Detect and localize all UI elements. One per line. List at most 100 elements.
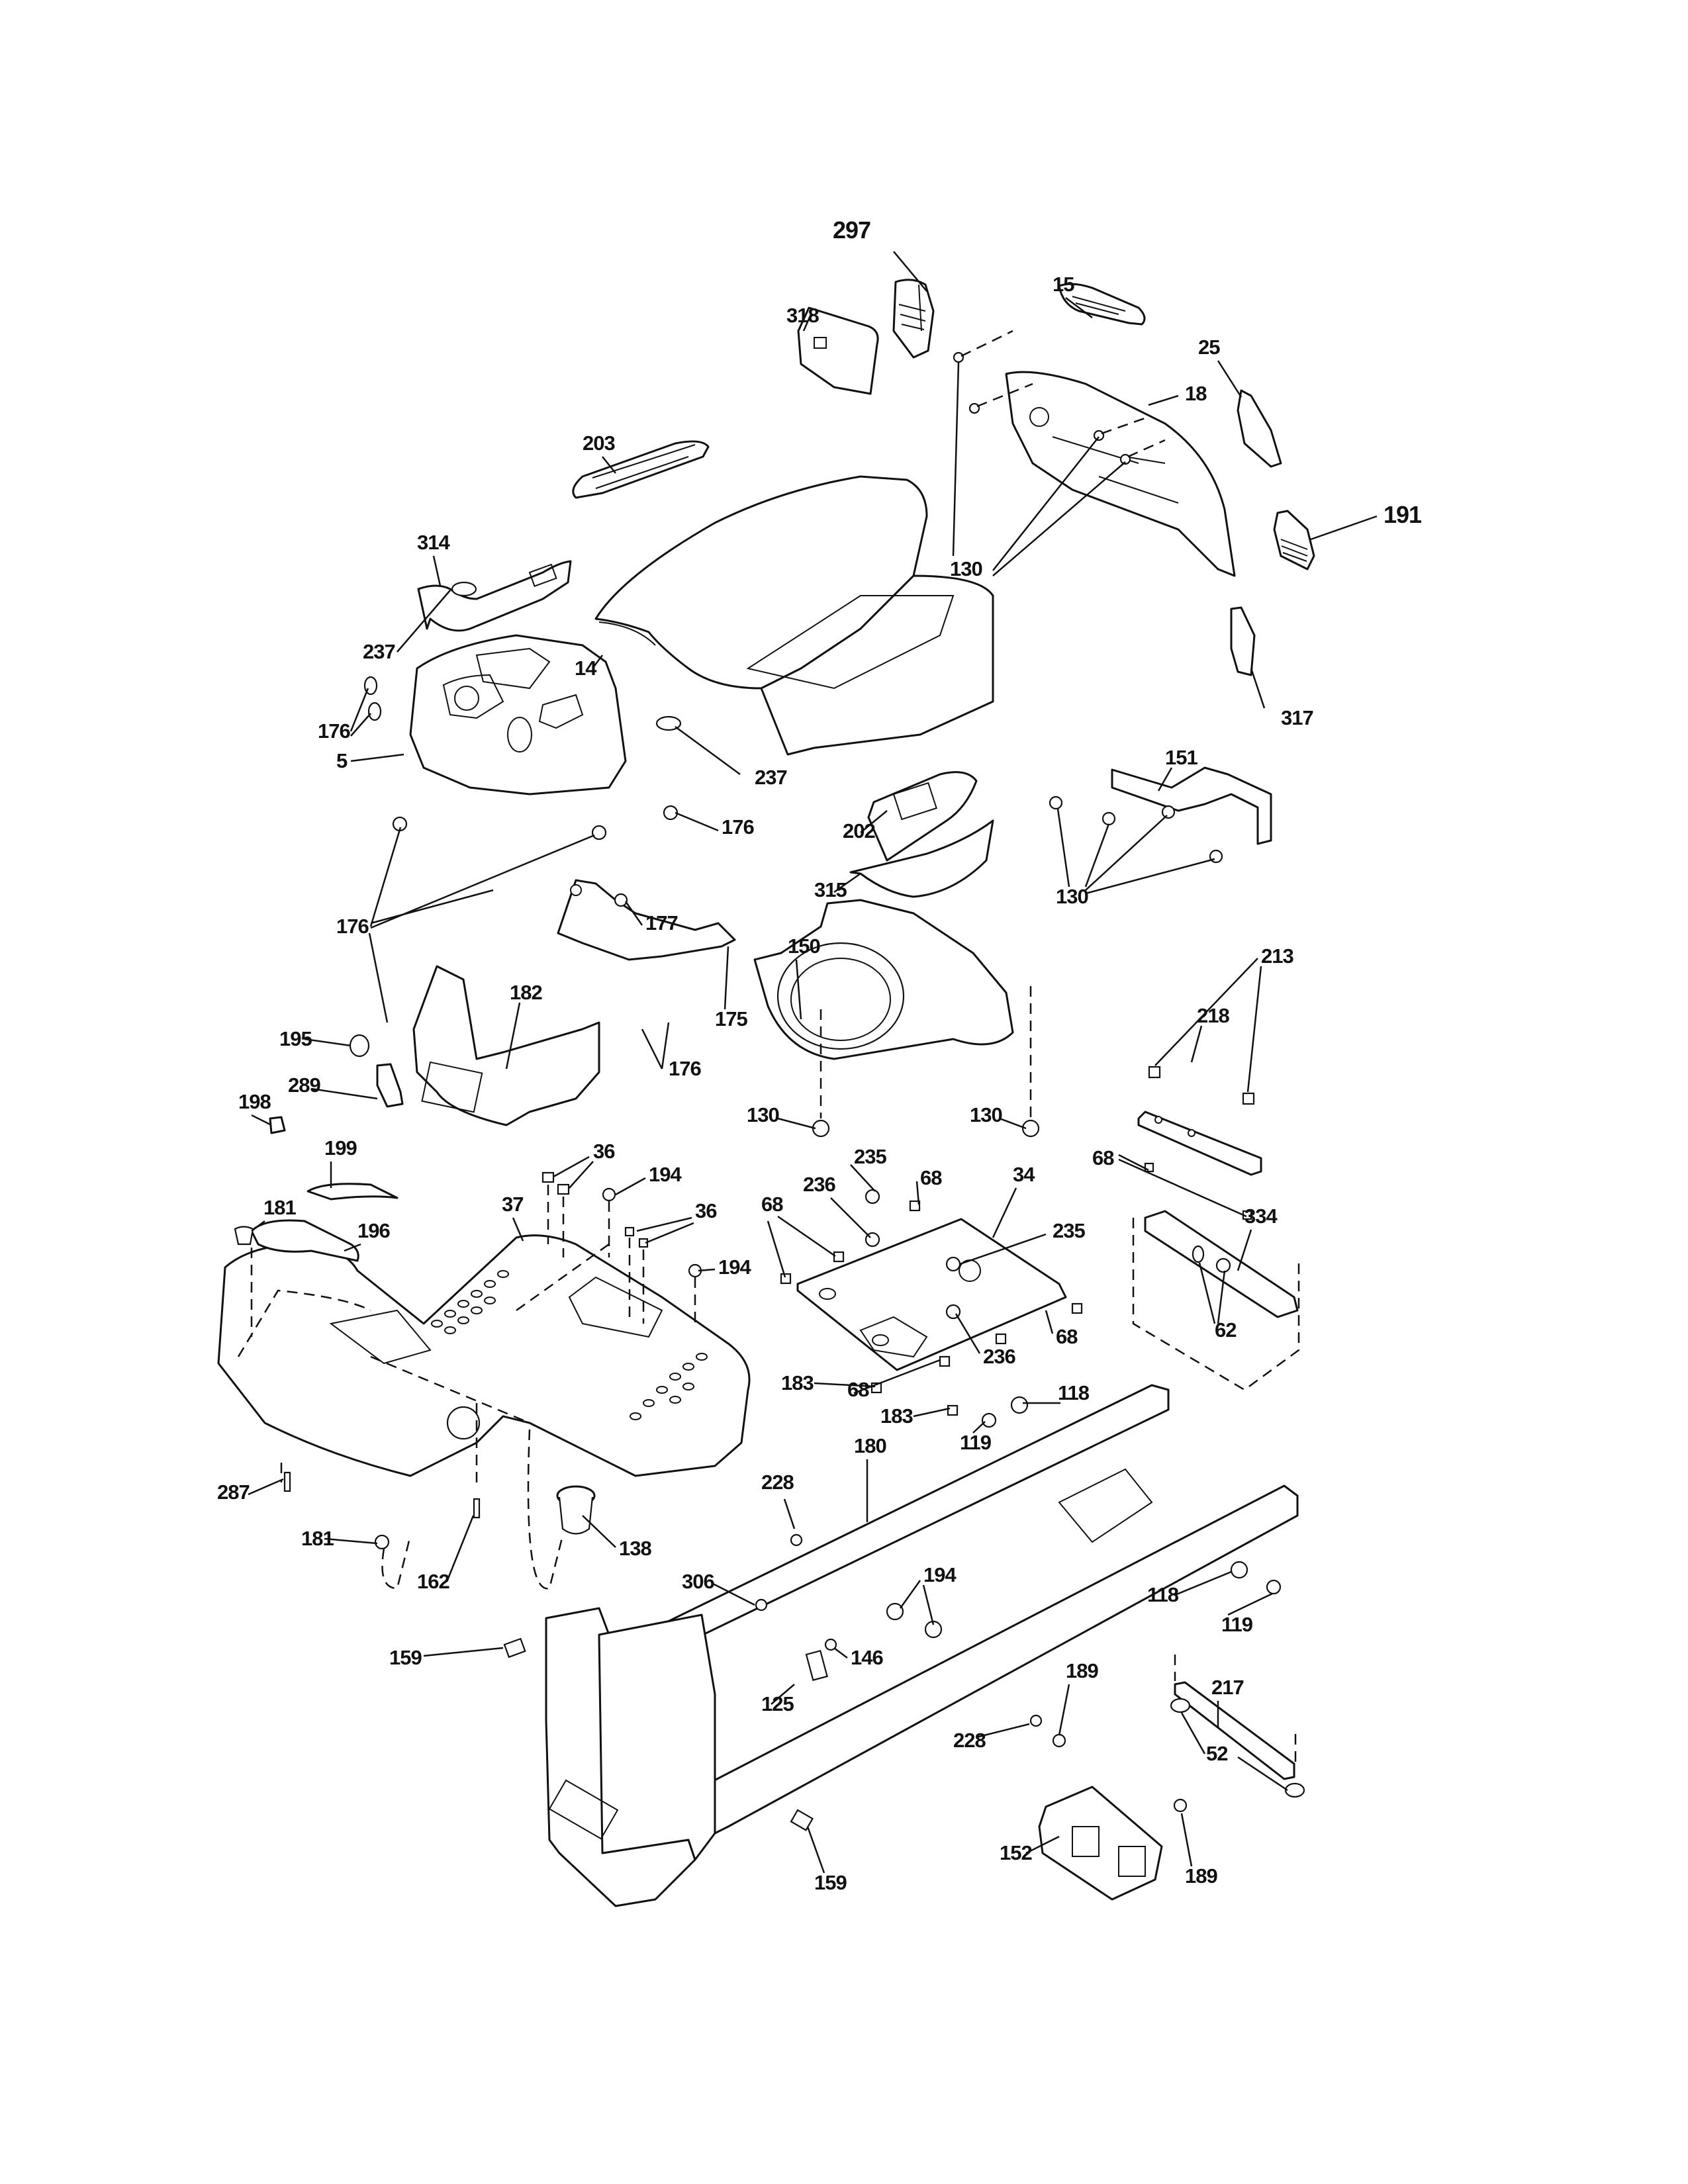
callout-289[interactable]: 289: [288, 1073, 321, 1097]
callout-183[interactable]: 183: [880, 1404, 914, 1428]
callout-218[interactable]: 218: [1197, 1004, 1230, 1027]
callout-130[interactable]: 130: [970, 1103, 1003, 1126]
grommet-181-lower[interactable]: [374, 1534, 390, 1550]
callout-287[interactable]: 287: [217, 1480, 250, 1504]
callout-68[interactable]: 68: [847, 1378, 870, 1401]
callout-146[interactable]: 146: [851, 1646, 884, 1669]
callout-237[interactable]: 237: [755, 766, 788, 789]
callout-191[interactable]: 191: [1383, 501, 1423, 528]
part-15-grille-insert[interactable]: [1058, 283, 1146, 326]
part-180-frame-assembly[interactable]: [545, 1384, 1299, 1907]
callout-180[interactable]: 180: [854, 1434, 887, 1457]
callout-152[interactable]: 152: [1000, 1841, 1033, 1864]
part-317-side-trim-right[interactable]: [1230, 606, 1256, 676]
callout-36[interactable]: 36: [593, 1140, 616, 1163]
fasteners-36-194-fender[interactable]: [541, 1171, 702, 1278]
callout-183[interactable]: 183: [781, 1371, 814, 1394]
callout-176[interactable]: 176: [669, 1057, 702, 1080]
part-289-cup-holder-clip[interactable]: [376, 1063, 404, 1108]
screw-130-hood-bracket[interactable]: [1049, 796, 1223, 864]
frame-fasteners[interactable]: [503, 1396, 1282, 1831]
part-199-shift-plate[interactable]: [306, 1183, 399, 1201]
callout-25[interactable]: 25: [1198, 336, 1221, 359]
callout-138[interactable]: 138: [619, 1537, 652, 1560]
grommet-181-upper[interactable]: [234, 1226, 254, 1246]
callout-196[interactable]: 196: [357, 1219, 391, 1242]
callout-228[interactable]: 228: [953, 1729, 986, 1752]
callout-68[interactable]: 68: [761, 1193, 784, 1216]
callout-182[interactable]: 182: [510, 981, 543, 1004]
callout-236[interactable]: 236: [803, 1173, 836, 1196]
callout-334[interactable]: 334: [1244, 1205, 1278, 1228]
part-25-lens-right[interactable]: [1237, 389, 1282, 468]
part-196-shift-console[interactable]: [250, 1219, 359, 1262]
callout-37[interactable]: 37: [502, 1193, 524, 1216]
callout-318[interactable]: 318: [786, 304, 820, 327]
bolts-62-carriage[interactable]: [1192, 1245, 1231, 1273]
part-237-plug-button-lower[interactable]: [655, 715, 682, 731]
callout-306[interactable]: 306: [682, 1570, 715, 1593]
screw-162-fender-center[interactable]: [473, 1498, 481, 1519]
callout-118[interactable]: 118: [1147, 1583, 1180, 1606]
callout-125[interactable]: 125: [761, 1692, 794, 1715]
callout-52[interactable]: 52: [1206, 1742, 1228, 1765]
callout-177[interactable]: 177: [645, 911, 679, 934]
screw-130-hood-panel[interactable]: [953, 351, 1131, 465]
callout-228[interactable]: 228: [761, 1471, 794, 1494]
callout-194[interactable]: 194: [923, 1563, 957, 1586]
part-218-hood-pivot-bracket[interactable]: [1137, 1111, 1262, 1176]
part-314-dash-side-panel[interactable]: [417, 560, 572, 632]
callout-176[interactable]: 176: [318, 719, 351, 743]
part-318-headlight-housing-left[interactable]: [797, 306, 879, 395]
callout-159[interactable]: 159: [389, 1646, 422, 1669]
callout-151[interactable]: 151: [1165, 746, 1198, 769]
callout-199[interactable]: 199: [324, 1136, 357, 1160]
part-37-fender-chassis[interactable]: [217, 1234, 751, 1477]
callout-62[interactable]: 62: [1215, 1318, 1237, 1342]
callout-68[interactable]: 68: [920, 1166, 943, 1189]
callout-176[interactable]: 176: [722, 815, 755, 839]
callout-203[interactable]: 203: [583, 432, 616, 455]
engine-plate-fasteners[interactable]: [780, 1189, 1083, 1416]
part-203-dash-top-trim[interactable]: [572, 440, 710, 499]
callout-194[interactable]: 194: [718, 1255, 752, 1279]
callout-189[interactable]: 189: [1066, 1659, 1099, 1682]
part-297-bezel-insert[interactable]: [892, 279, 935, 359]
callout-314[interactable]: 314: [417, 531, 451, 554]
part-198-knob[interactable]: [269, 1116, 286, 1134]
callout-15[interactable]: 15: [1053, 273, 1075, 296]
part-202-dash-gauge-bezel[interactable]: [867, 771, 978, 862]
callout-118[interactable]: 118: [1058, 1381, 1090, 1404]
part-14-hood[interactable]: [594, 475, 994, 756]
rivet-176-upper-left[interactable]: [363, 676, 382, 721]
callout-159[interactable]: 159: [814, 1871, 847, 1894]
callout-176[interactable]: 176: [336, 915, 369, 938]
callout-189[interactable]: 189: [1185, 1864, 1218, 1888]
callout-130[interactable]: 130: [950, 557, 983, 580]
callout-235[interactable]: 235: [854, 1145, 887, 1168]
callout-150[interactable]: 150: [788, 934, 821, 958]
callout-297[interactable]: 297: [833, 216, 871, 244]
callout-317[interactable]: 317: [1281, 706, 1314, 729]
callout-315[interactable]: 315: [814, 878, 847, 901]
callout-194[interactable]: 194: [649, 1163, 682, 1186]
callout-68[interactable]: 68: [1056, 1325, 1078, 1348]
part-151-hood-bracket[interactable]: [1111, 766, 1272, 845]
part-182-dash-lower-panel[interactable]: [412, 965, 600, 1126]
callout-217[interactable]: 217: [1211, 1676, 1244, 1699]
bolts-189-guard[interactable]: [1052, 1733, 1188, 1813]
part-237-plug-button-upper[interactable]: [451, 581, 477, 597]
callout-130[interactable]: 130: [747, 1103, 780, 1126]
callout-213[interactable]: 213: [1261, 944, 1294, 968]
part-195-plug-cap[interactable]: [349, 1034, 370, 1058]
part-150-hood-liner-shroud[interactable]: [753, 899, 1014, 1060]
callout-5[interactable]: 5: [336, 749, 348, 772]
callout-198[interactable]: 198: [238, 1090, 271, 1113]
callout-119[interactable]: 119: [1221, 1613, 1254, 1636]
part-152-guard-plate[interactable]: [1038, 1786, 1163, 1901]
callout-18[interactable]: 18: [1185, 382, 1207, 405]
part-138-fuel-neck-boot[interactable]: [556, 1485, 596, 1535]
part-177-speed-nut[interactable]: [614, 893, 628, 907]
callout-175[interactable]: 175: [715, 1007, 748, 1030]
callout-195[interactable]: 195: [279, 1027, 312, 1050]
